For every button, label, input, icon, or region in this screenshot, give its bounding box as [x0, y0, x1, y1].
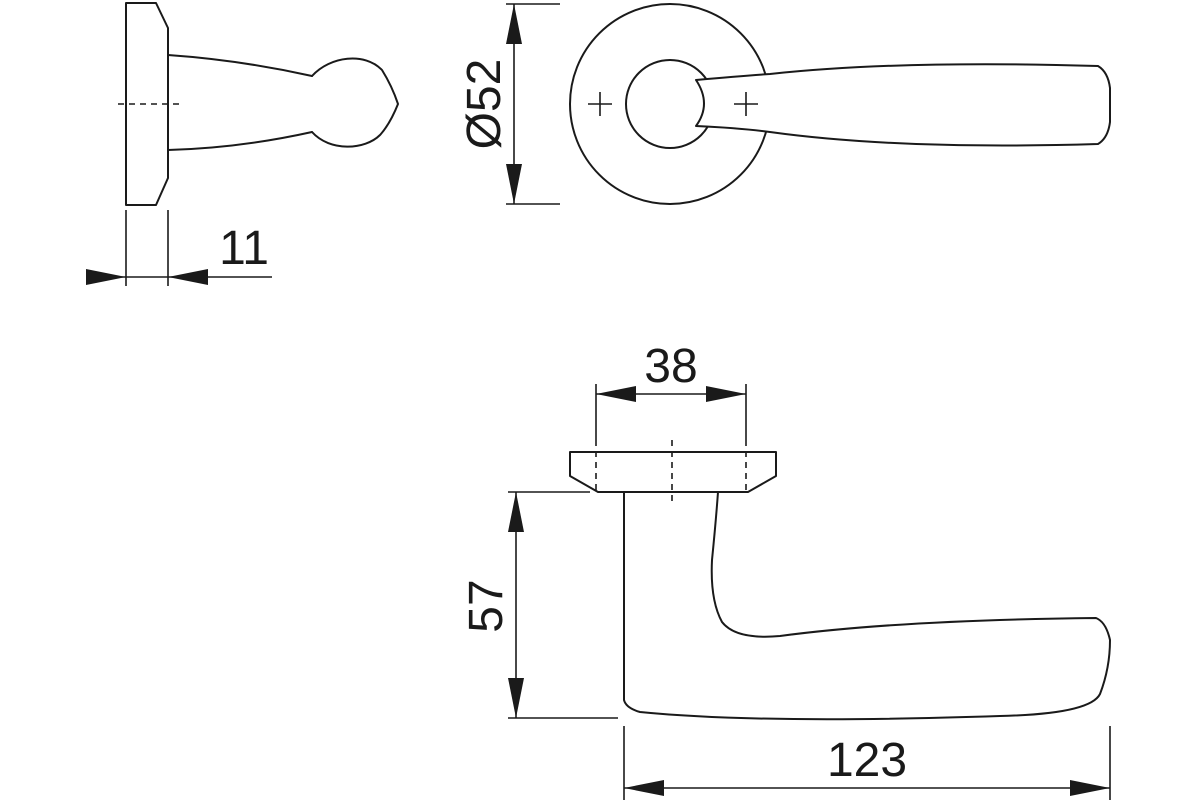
- dim-11-arrow-left: [86, 269, 126, 285]
- dim-38-arrow-left: [596, 386, 636, 402]
- top-view-rose-plate: [569, 451, 777, 493]
- dim-diameter-label: Ø52: [458, 59, 511, 150]
- side-view-lever-grip: [311, 57, 399, 148]
- dim-123-label: 123: [827, 734, 907, 787]
- front-view-rose-inner: [625, 59, 715, 149]
- dim-diameter-arrow-bottom: [506, 164, 522, 204]
- dim-57-label: 57: [460, 579, 513, 632]
- side-view-lever-neck: [167, 54, 313, 151]
- top-view-lever: [623, 491, 1111, 721]
- dim-57-arrow-top: [508, 492, 524, 532]
- front-view-screw-mark-left: [588, 92, 612, 116]
- dim-11-arrow-right: [168, 269, 208, 285]
- dim-57-arrow-bottom: [508, 678, 524, 718]
- front-view: Ø52: [458, 3, 1111, 205]
- front-view-screw-mark-right: [734, 92, 758, 116]
- top-view: 38 57 123: [460, 340, 1111, 800]
- dim-123-arrow-left: [624, 780, 664, 796]
- dim-123-arrow-right: [1070, 780, 1110, 796]
- front-view-lever: [695, 63, 1111, 147]
- dim-diameter-arrow-top: [506, 4, 522, 44]
- side-view: 11: [86, 2, 399, 286]
- dim-38-label: 38: [644, 340, 697, 393]
- dim-11-label: 11: [219, 222, 269, 275]
- side-view-rose-plate: [125, 2, 169, 206]
- dim-38-arrow-right: [706, 386, 746, 402]
